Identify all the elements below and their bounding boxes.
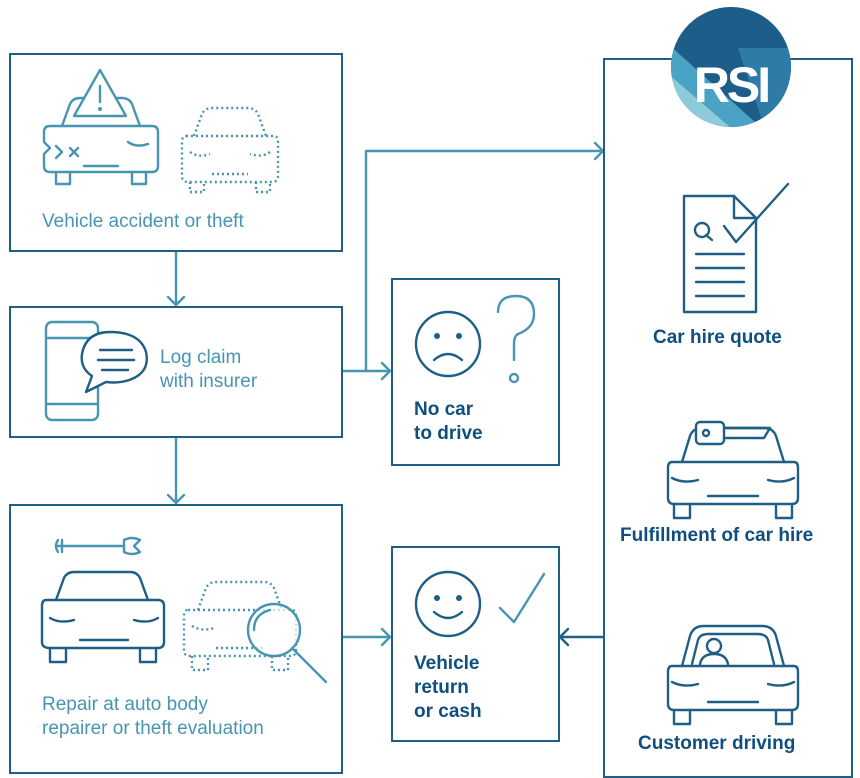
step-log-claim-label-2: with insurer [160, 371, 258, 392]
step-accident-label: Vehicle accident or theft [42, 211, 244, 232]
smile-face-icon [414, 570, 482, 638]
rsi-logo-text: RSI [694, 57, 768, 113]
step-log-claim-label-1: Log claim [160, 347, 242, 368]
sad-face-icon [414, 310, 482, 378]
phone-chat-icon [44, 320, 148, 422]
outcome-return-label-3: or cash [414, 701, 482, 722]
car-wrench-icon [40, 536, 166, 664]
outcome-vehicle-return-box [391, 546, 560, 742]
car-driver-icon [666, 624, 800, 726]
rsi-quote-label: Car hire quote [653, 327, 782, 348]
dotted-car-icon [180, 106, 280, 194]
rsi-driving-label: Customer driving [638, 733, 796, 754]
car-key-icon [666, 420, 800, 520]
step-repair-label-1: Repair at auto body [42, 694, 208, 715]
step-repair-label-2: repairer or theft evaluation [42, 718, 264, 739]
magnifier-icon [246, 602, 328, 684]
rsi-logo: RSI [671, 7, 791, 127]
outcome-no-car-label-1: No car [414, 399, 474, 420]
outcome-return-label-1: Vehicle [414, 653, 480, 674]
outcome-return-label-2: return [414, 677, 469, 698]
rsi-fulfillment-label: Fulfillment of car hire [620, 525, 814, 546]
rsi-panel [603, 58, 853, 778]
outcome-no-car-label-2: to drive [414, 423, 483, 444]
outcome-no-car-box [391, 278, 560, 466]
question-icon [496, 294, 536, 384]
warning-icon [72, 68, 128, 118]
checkmark-icon [498, 572, 546, 624]
step-accident-box [9, 53, 343, 252]
document-check-icon [682, 182, 790, 314]
step-log-claim-box [9, 306, 343, 438]
